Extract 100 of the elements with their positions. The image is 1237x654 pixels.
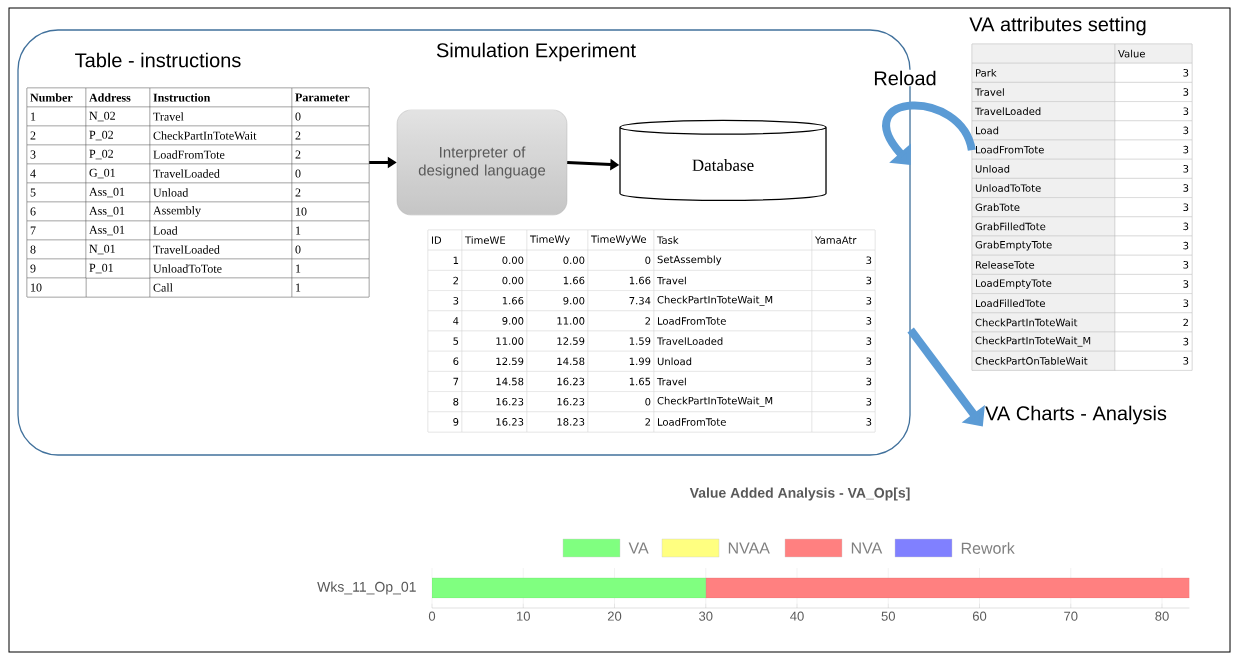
table-cell: TimeWE [461, 229, 528, 251]
table-cell: 14.58 [526, 351, 589, 372]
table-cell: 1.66 [461, 290, 528, 311]
table-cell: 6 [427, 351, 463, 372]
table-cell: 3 [1114, 274, 1193, 294]
table-cell: 3 [811, 250, 876, 271]
table-cell: 0 [291, 239, 370, 260]
table-cell: 1.99 [587, 351, 655, 372]
table-cell: Park [971, 63, 1116, 83]
table-cell: LoadEmptyTote [971, 274, 1116, 294]
table-cell: 0 [587, 250, 655, 271]
table-cell: 9 [427, 411, 463, 433]
table-cell: 3 [1114, 159, 1193, 179]
legend-label: VA [628, 542, 649, 554]
table-cell: 3 [811, 270, 876, 291]
x-tick-label: 60 [972, 611, 987, 621]
table-cell: 3 [1114, 178, 1193, 198]
table-cell: 1 [291, 277, 370, 298]
table-cell: LoadFromTote [971, 139, 1116, 160]
table-cell: Travel [971, 82, 1116, 102]
table-cell: Ass_01 [85, 220, 151, 241]
legend-label: NVAA [728, 542, 770, 554]
table-cell: 16.23 [461, 411, 528, 433]
legend-label: Rework [961, 542, 1015, 554]
table-cell: TimeWy [526, 229, 589, 251]
table-cell: Parameter [291, 87, 370, 108]
table-heading: VA attributes setting [969, 16, 1146, 36]
table-cell: ReleaseTote [971, 255, 1116, 275]
table-cell: 16.23 [526, 391, 589, 412]
x-tick-label: 20 [607, 611, 622, 621]
table-cell: 18.23 [526, 411, 589, 433]
table-cell: GrabTote [971, 197, 1116, 217]
table-cell: 1.65 [587, 371, 655, 392]
table-cell: Ass_01 [85, 201, 151, 222]
table-cell: 9.00 [526, 290, 589, 311]
table-cell: 2 [1114, 312, 1193, 333]
edge-label: Reload [872, 69, 938, 87]
table-cell: 2 [427, 270, 463, 291]
table-cell: Value [1114, 43, 1193, 64]
table-cell: 11.00 [461, 330, 528, 352]
table-cell: CheckPartInToteWait [971, 312, 1116, 333]
table-cell: 2 [291, 125, 370, 146]
table-cell: 0.00 [526, 250, 589, 271]
table-cell: 3 [1114, 120, 1193, 141]
table-cell: 0 [587, 391, 655, 412]
table-cell: 2 [587, 411, 655, 433]
table-cell: 5 [427, 330, 463, 352]
table-cell: TimeWyWe [587, 229, 655, 251]
table-cell: 7.34 [587, 290, 655, 311]
table-cell: CheckPartOnTableWait [971, 351, 1116, 371]
table-cell: Unload [971, 159, 1116, 179]
table-cell: 1.66 [587, 270, 655, 291]
table-cell: 3 [811, 391, 876, 412]
table-cell: 12.59 [526, 330, 589, 352]
chart-title: Value Added Analysis - VA_Op[s] [689, 487, 910, 501]
table-cell: 7 [427, 371, 463, 392]
table-cell: 3 [1114, 197, 1193, 217]
table-cell: YamaAtr [811, 229, 876, 251]
table-cell: 3 [427, 290, 463, 311]
table-cell: P_02 [85, 144, 151, 165]
table-cell: 3 [1114, 63, 1193, 83]
table-cell: LoadFilledTote [971, 293, 1116, 313]
axis-label: Wks_11_Op_01 [317, 581, 416, 595]
process-box: Interpreter of designed language [396, 109, 568, 216]
table-cell: 3 [811, 310, 876, 332]
table-cell: 16.23 [461, 391, 528, 412]
table-cell: 3 [811, 351, 876, 372]
table-cell: 2 [291, 144, 370, 165]
table-cell: 1 [291, 258, 370, 279]
table-heading: Table - instructions [75, 52, 241, 68]
table-cell: 0 [291, 163, 370, 184]
x-tick-label: 40 [790, 611, 804, 621]
table-cell: 12.59 [461, 351, 528, 372]
table-cell: 3 [1114, 235, 1193, 256]
table-cell: Address [85, 87, 151, 108]
table-cell: 2 [291, 182, 370, 203]
x-tick-label: 50 [881, 611, 895, 621]
table-cell: P_01 [85, 258, 151, 279]
table-cell: P_02 [85, 125, 151, 146]
table-cell: 3 [1114, 351, 1193, 371]
table-cell: 3 [1114, 82, 1193, 102]
table-cell: 0 [291, 106, 370, 127]
x-tick-label: 0 [428, 611, 436, 621]
x-tick-label: 30 [699, 611, 713, 621]
table-cell: 0.00 [461, 270, 528, 291]
table-cell: 1.66 [526, 270, 589, 291]
table-cell: CheckPartInToteWait_M [971, 331, 1116, 352]
table-cell: N_01 [85, 239, 151, 260]
arrow [882, 101, 976, 165]
table-cell: 3 [1114, 331, 1193, 352]
x-tick-label: 80 [1155, 611, 1169, 621]
legend-label: NVA [851, 542, 883, 554]
table-cell: 16.23 [526, 371, 589, 392]
table-cell: TravelLoaded [971, 101, 1116, 121]
table-cell: 3 [1114, 139, 1193, 160]
x-tick-label: 10 [517, 611, 530, 621]
table-cell: GrabFilledTote [971, 216, 1116, 237]
table-cell: UnloadToTote [971, 178, 1116, 198]
table-cell: 3 [1114, 255, 1193, 275]
table-cell: 4 [427, 310, 463, 332]
